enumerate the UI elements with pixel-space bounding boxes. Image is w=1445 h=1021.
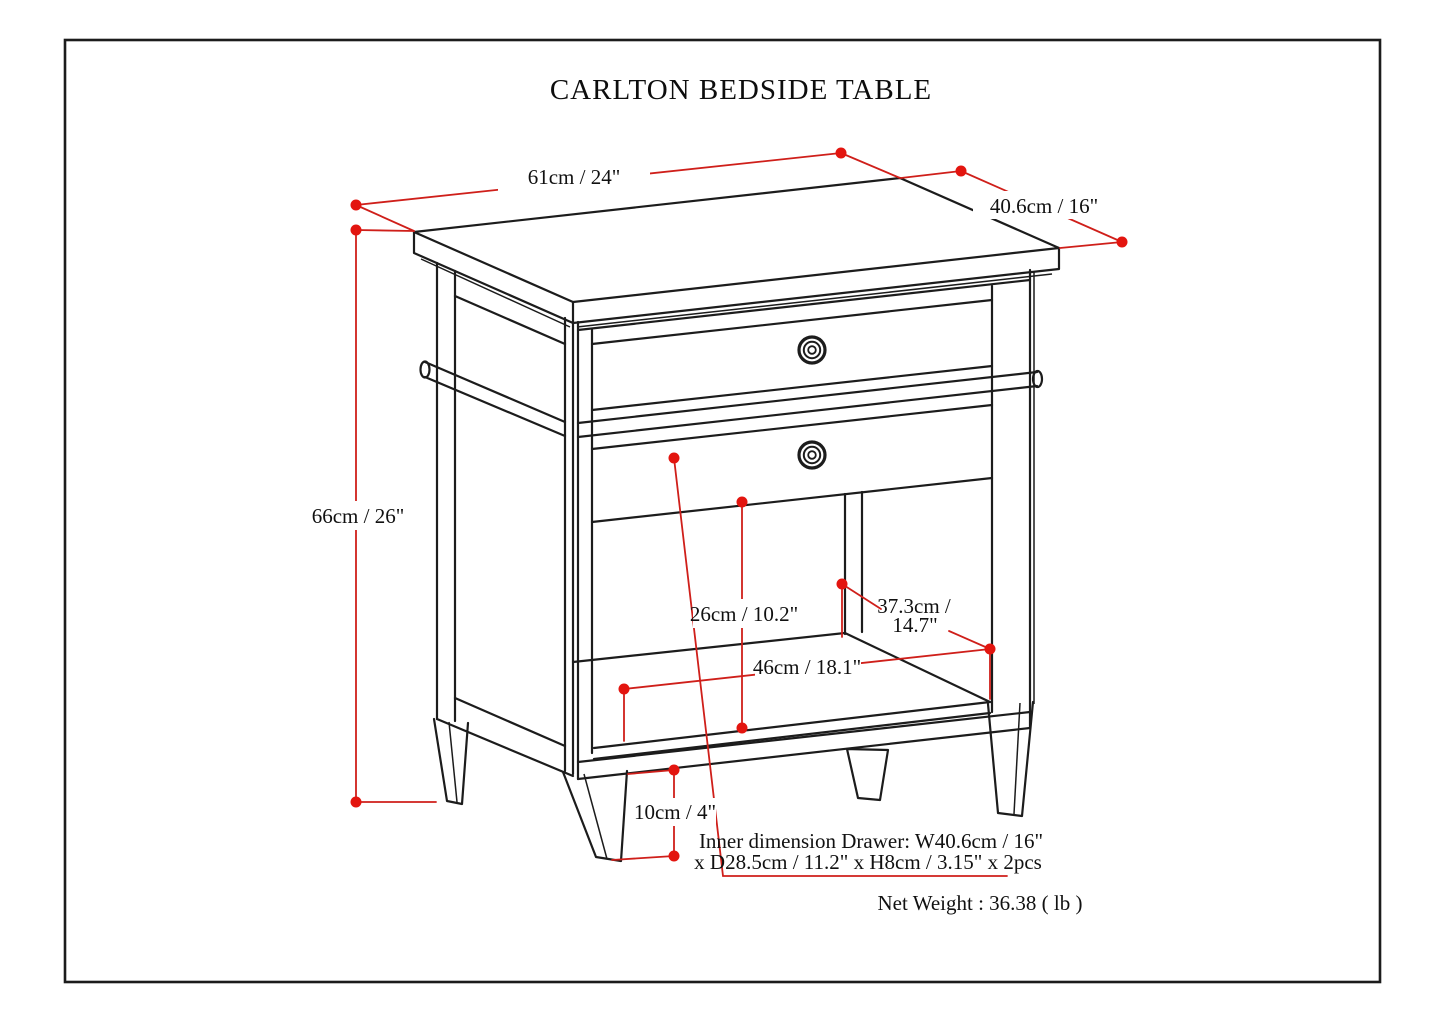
dim-clearance-label: 26cm / 10.2": [690, 602, 798, 626]
dimension-labels: 61cm / 24" 40.6cm / 16" 66cm / 26" 26cm …: [312, 165, 1098, 824]
diagram-title: CARLTON BEDSIDE TABLE: [550, 74, 932, 106]
carcass-posts: [435, 261, 1035, 781]
drawer-note-line1: Inner dimension Drawer: W40.6cm / 16": [699, 829, 1043, 853]
dimension-lines: [355, 152, 1123, 877]
back-left-leg: [432, 717, 470, 806]
dim-depth-label: 40.6cm / 16": [990, 194, 1098, 218]
bedside-table-drawing: [412, 176, 1061, 863]
dim-shelf-depth-label-line1: 37.3cm /: [877, 594, 951, 618]
notes: Inner dimension Drawer: W40.6cm / 16" x …: [694, 829, 1082, 915]
drawer-note-line2: x D28.5cm / 11.2" x H8cm / 3.15" x 2pcs: [694, 850, 1042, 874]
label-backgrounds: [315, 162, 1115, 826]
dim-leg-height-label: 10cm / 4": [634, 800, 716, 824]
dim-height-label: 66cm / 26": [312, 504, 405, 528]
drawer-knob-icon: [797, 335, 827, 365]
lower-shelf: [571, 490, 1032, 781]
back-right-leg: [845, 747, 890, 802]
front-left-leg: [561, 769, 629, 863]
net-weight-note: Net Weight : 36.38 ( lb ): [878, 891, 1083, 915]
drawer-note-leader-line: [673, 457, 1008, 877]
drawer-knob-icon: [797, 440, 827, 470]
legs: [432, 700, 1035, 863]
dim-width-label: 61cm / 24": [528, 165, 621, 189]
tabletop: [412, 176, 1061, 328]
page-border: [63, 38, 1382, 984]
side-panel: [435, 294, 575, 778]
front-right-leg: [986, 700, 1035, 818]
drawer-fronts: [576, 278, 1032, 524]
moulding-bar: [419, 360, 1044, 439]
dim-shelf-width-label: 46cm / 18.1": [753, 655, 861, 679]
dim-shelf-depth-label-line2: 14.7": [892, 613, 937, 637]
dimension-dots: [350, 147, 1128, 862]
